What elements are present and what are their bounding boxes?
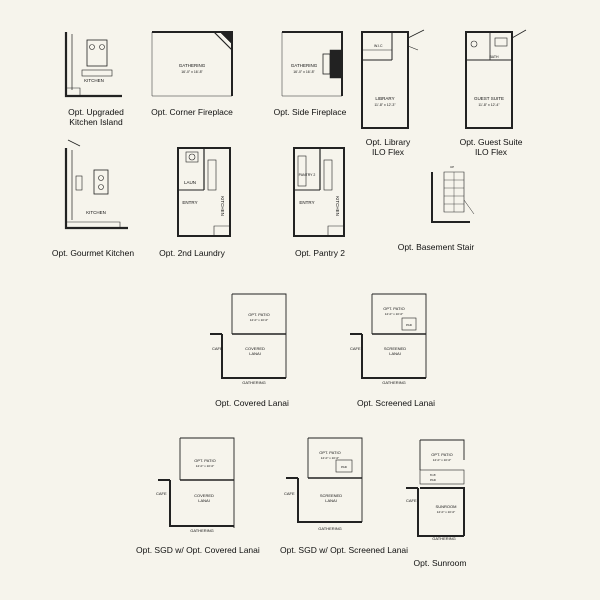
- room-dims-gathering: 16'-0" x 16'-8": [181, 70, 203, 74]
- room-label-kitchen-pantry: KITCHEN: [335, 196, 340, 216]
- room-label-covered-lanai-2: LANAI: [249, 351, 261, 356]
- room-label-cafe-4: CAFE: [284, 491, 295, 496]
- plan-upgraded-kitchen-island: KITCHEN: [64, 32, 122, 98]
- caption-line: Opt. Guest Suite: [459, 137, 523, 147]
- room-label-pad: PAD: [406, 323, 413, 327]
- plan-side-fireplace: GATHERING 16'-0" x 16'-8": [281, 31, 343, 97]
- room-label-bath: BATH: [489, 55, 499, 59]
- room-label-cafe-5: CAFE: [406, 498, 417, 503]
- room-label-kitchen-laundry: KITCHEN: [220, 196, 225, 216]
- caption-screened-lanai: Opt. Screened Lanai: [357, 398, 435, 408]
- room-label-gathering-sgd-2: GATHERING: [318, 526, 341, 531]
- room-label-entry-pantry: ENTRY: [299, 200, 314, 205]
- room-label-library: LIBRARY: [375, 96, 394, 101]
- caption-line: ILO Flex: [371, 147, 405, 157]
- plan-covered-lanai: OPT. PATIO 14'-0" x 10'-0" COVERED LANAI…: [210, 293, 287, 385]
- room-label-opt-patio-3: OPT. PATIO: [194, 458, 215, 463]
- room-label-wic: W.I.C: [374, 44, 383, 48]
- room-dims-opt-patio-3: 14'-0" x 10'-0": [196, 464, 214, 468]
- plan-second-laundry: LAUN ENTRY KITCHEN: [177, 147, 231, 237]
- room-label-kitchen-gourmet: KITCHEN: [86, 210, 106, 215]
- room-label-kitchen: KITCHEN: [84, 78, 104, 83]
- room-label-opt-patio-4: OPT. PATIO: [319, 450, 340, 455]
- caption-sunroom: Opt. Sunroom: [413, 558, 467, 568]
- room-dims-sunroom: 14'-0" x 10'-0": [437, 510, 455, 514]
- room-label-screened-lanai-3: SCREENED: [320, 493, 342, 498]
- caption-sgd-screened-lanai: Opt. SGD w/ Opt. Screened Lanai: [280, 545, 409, 555]
- room-dims-gathering-2: 16'-0" x 16'-8": [293, 70, 315, 74]
- plan-guest-suite-flex: BATH GUEST SUITE 11'-8" x 12'-4": [465, 29, 527, 129]
- room-label-laun: LAUN: [184, 180, 196, 185]
- room-label-gathering-2: GATHERING: [291, 63, 318, 68]
- room-label-covered-lanai-4: LANAI: [198, 498, 210, 503]
- room-dims-pad: 6'x6': [430, 473, 436, 477]
- plan-basement-stair: UP: [431, 165, 475, 223]
- room-label-covered-lanai-1: COVERED: [245, 346, 265, 351]
- room-label-opt-patio: OPT. PATIO: [248, 312, 269, 317]
- room-label-gathering-sgd: GATHERING: [190, 528, 213, 533]
- room-label-cafe-2: CAFE: [350, 346, 361, 351]
- plan-gourmet-kitchen: KITCHEN: [64, 139, 128, 230]
- caption-second-laundry: Opt. 2nd Laundry: [159, 248, 225, 258]
- room-label-covered-lanai-3: COVERED: [194, 493, 214, 498]
- caption-guest-suite-flex: Opt. Guest Suite ILO Flex: [456, 137, 526, 157]
- caption-gourmet-kitchen: Opt. Gourmet Kitchen: [51, 248, 135, 258]
- plan-corner-fireplace: GATHERING 16'-0" x 16'-8": [151, 31, 233, 97]
- caption-corner-fireplace: Opt. Corner Fireplace: [151, 107, 233, 117]
- caption-sgd-covered-lanai: Opt. SGD w/ Opt. Covered Lanai: [136, 545, 260, 555]
- room-dims-guest-suite: 11'-8" x 12'-4": [478, 103, 500, 107]
- room-label-entry: ENTRY: [182, 200, 197, 205]
- plan-library-flex: W.I.C LIBRARY 11'-8" x 12'-3": [361, 29, 425, 129]
- plan-sgd-covered-lanai: OPT. PATIO 14'-0" x 10'-0" COVERED LANAI…: [156, 437, 235, 533]
- plan-sunroom: OPT. PATIO 14'-0" x 10'-0" 6'x6' PAD SUN…: [406, 439, 465, 541]
- room-label-guest-suite: GUEST SUITE: [474, 96, 504, 101]
- room-label-cafe-3: CAFE: [156, 491, 167, 496]
- room-dims-opt-patio: 14'-0" x 10'-0": [250, 318, 268, 322]
- room-dims-opt-patio-2: 14'-0" x 10'-0": [385, 312, 403, 316]
- room-dims-opt-patio-5: 14'-0" x 10'-0": [433, 458, 451, 462]
- plan-sgd-screened-lanai: OPT. PATIO 14'-0" x 10'-0" PAD SCREENED …: [284, 437, 363, 531]
- caption-line: Opt. Library: [365, 137, 411, 147]
- caption-line: ILO Flex: [474, 147, 508, 157]
- room-label-gathering-lanai: GATHERING: [242, 380, 265, 385]
- room-label-pantry2: PANTRY 2: [299, 173, 316, 177]
- room-label-sunroom: SUNROOM: [436, 504, 457, 509]
- caption-upgraded-island: Opt. Upgraded Kitchen Island: [66, 107, 126, 127]
- caption-basement-stair: Opt. Basement Stair: [397, 242, 475, 252]
- caption-line: Kitchen Island: [69, 117, 123, 127]
- room-label-gathering-screened: GATHERING: [382, 380, 405, 385]
- room-dims-opt-patio-4: 14'-0" x 10'-0": [321, 456, 339, 460]
- stair-up-label: UP: [450, 165, 454, 169]
- room-label-cafe: CAFE: [212, 346, 223, 351]
- room-label-gathering-sunroom: GATHERING: [432, 536, 455, 541]
- plan-screened-lanai: OPT. PATIO 14'-0" x 10'-0" PAD SCREENED …: [350, 293, 427, 385]
- room-label-pad-2: PAD: [341, 465, 348, 469]
- room-label-opt-patio-2: OPT. PATIO: [383, 306, 404, 311]
- caption-pantry2: Opt. Pantry 2: [294, 248, 346, 258]
- room-label-pad-3: PAD: [430, 478, 437, 482]
- room-label-screened-lanai-1: SCREENED: [384, 346, 406, 351]
- room-dims-library: 11'-8" x 12'-3": [374, 103, 396, 107]
- room-label-opt-patio-5: OPT. PATIO: [431, 452, 452, 457]
- room-label-screened-lanai-4: LANAI: [325, 498, 337, 503]
- plan-pantry-2: PANTRY 2 ENTRY KITCHEN: [293, 147, 345, 237]
- caption-side-fireplace: Opt. Side Fireplace: [273, 107, 347, 117]
- room-label-screened-lanai-2: LANAI: [389, 351, 401, 356]
- caption-line: Opt. Upgraded: [68, 107, 124, 117]
- caption-covered-lanai: Opt. Covered Lanai: [215, 398, 289, 408]
- caption-library-flex: Opt. Library ILO Flex: [355, 137, 421, 157]
- room-label-gathering: GATHERING: [179, 63, 206, 68]
